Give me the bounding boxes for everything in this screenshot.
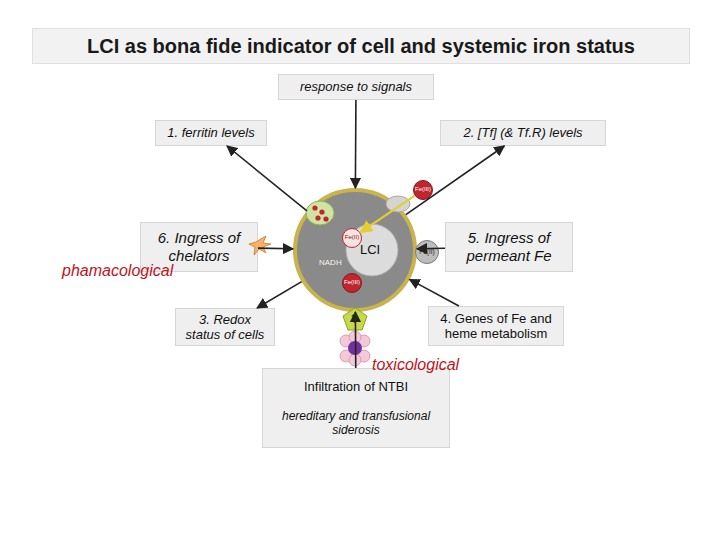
iron-dot <box>315 215 320 220</box>
response-box: 2. [Tf] (& Tf.R) levels <box>440 120 606 146</box>
outcome-box: Infiltration of NTBI hereditary and trans… <box>262 368 450 448</box>
influence-arrow <box>406 146 504 215</box>
iron-dot <box>323 216 328 221</box>
circle-shape <box>295 190 415 310</box>
text-wrap: 5. Ingress of permeant Fe <box>446 223 572 271</box>
node-text: LCI <box>360 242 380 257</box>
text-wrap: response to signals <box>279 75 433 99</box>
node-text: Fe(II) <box>419 248 435 256</box>
iron-ion: Fe(III) <box>413 180 433 200</box>
circle-shape <box>343 229 362 248</box>
node-text: Fe(III) <box>415 186 431 193</box>
node-text: Fe(III) <box>344 279 360 286</box>
text-wrap: Fe(II) <box>342 228 362 248</box>
influence-arrow <box>257 282 302 308</box>
signal-box: response to signals <box>278 74 434 100</box>
factor-box: 3. Redox status of cells <box>175 308 275 346</box>
node-text: 6. Ingress of chelators <box>145 229 253 264</box>
influence-arrow <box>410 279 459 306</box>
node-text: 1. ferritin levels <box>167 125 254 140</box>
cell-circle: LCINADHFe(III)Fe(II)Fe(II)Fe(III) <box>293 188 417 312</box>
iron-particle <box>348 341 362 355</box>
influence-arrow <box>227 146 307 211</box>
node-text: 4. Genes of Fe and heme metabolism <box>433 311 559 342</box>
petal <box>349 354 361 366</box>
text-wrap: 4. Genes of Fe and heme metabolism <box>429 307 563 345</box>
transferrin-receptor <box>386 196 410 212</box>
title: LCI as bona fide indicator of cell and s… <box>87 35 635 58</box>
influence-arrow <box>417 247 445 249</box>
factor-box: 4. Genes of Fe and heme metabolism <box>428 306 564 346</box>
factor-box: 5. Ingress of permeant Fe <box>445 222 573 272</box>
node-text: response to signals <box>300 79 412 94</box>
text-wrap: 1. ferritin levels <box>156 121 266 145</box>
circle-shape <box>343 274 362 293</box>
node-text: 2. [Tf] (& Tf.R) levels <box>463 125 582 140</box>
response-box: 1. ferritin levels <box>155 120 267 146</box>
petal <box>358 335 370 347</box>
text-wrap: 2. [Tf] (& Tf.R) levels <box>441 121 605 145</box>
iron-flow-arrow <box>360 196 414 233</box>
text-wrap: Infiltration of NTBI hereditary and trans… <box>263 369 449 447</box>
chelator-symbol <box>249 236 271 255</box>
node-text: 5. Ingress of permeant Fe <box>450 229 568 264</box>
text-wrap: Fe(II) <box>415 240 439 264</box>
text-wrap: Fe(III) <box>413 180 433 200</box>
title-box: LCI as bona fide indicator of cell and s… <box>32 28 690 64</box>
node-text: Fe(II) <box>345 234 359 241</box>
circle-shape <box>414 181 433 200</box>
iron-dot <box>319 209 324 214</box>
node-text: hereditary and transfusional siderosis <box>267 409 445 437</box>
petal <box>340 335 352 347</box>
mitochondrion <box>306 201 334 225</box>
text-wrap: 3. Redox status of cells <box>176 309 274 345</box>
influence-arrow <box>355 100 357 188</box>
iron-ion: Fe(III) <box>342 273 362 293</box>
iron-dot <box>312 205 317 210</box>
petal <box>358 350 370 362</box>
category-label: toxicological <box>372 356 459 374</box>
iron-ion: Fe(II) <box>415 240 439 264</box>
circle-shape <box>416 241 439 264</box>
node-text: NADH <box>319 258 342 267</box>
influence-arrow <box>258 247 293 249</box>
node-text: Infiltration of NTBI <box>304 379 408 394</box>
category-label: phamacological <box>62 262 173 280</box>
text-wrap: Fe(III) <box>342 273 362 293</box>
ntbi-carrier <box>343 308 367 330</box>
petal <box>349 331 361 343</box>
question-mark: ? <box>351 311 358 326</box>
circle-outline <box>293 188 417 312</box>
iron-ion: Fe(II) <box>342 228 362 248</box>
petal <box>340 350 352 362</box>
node-text: 3. Redox status of cells <box>180 312 270 343</box>
